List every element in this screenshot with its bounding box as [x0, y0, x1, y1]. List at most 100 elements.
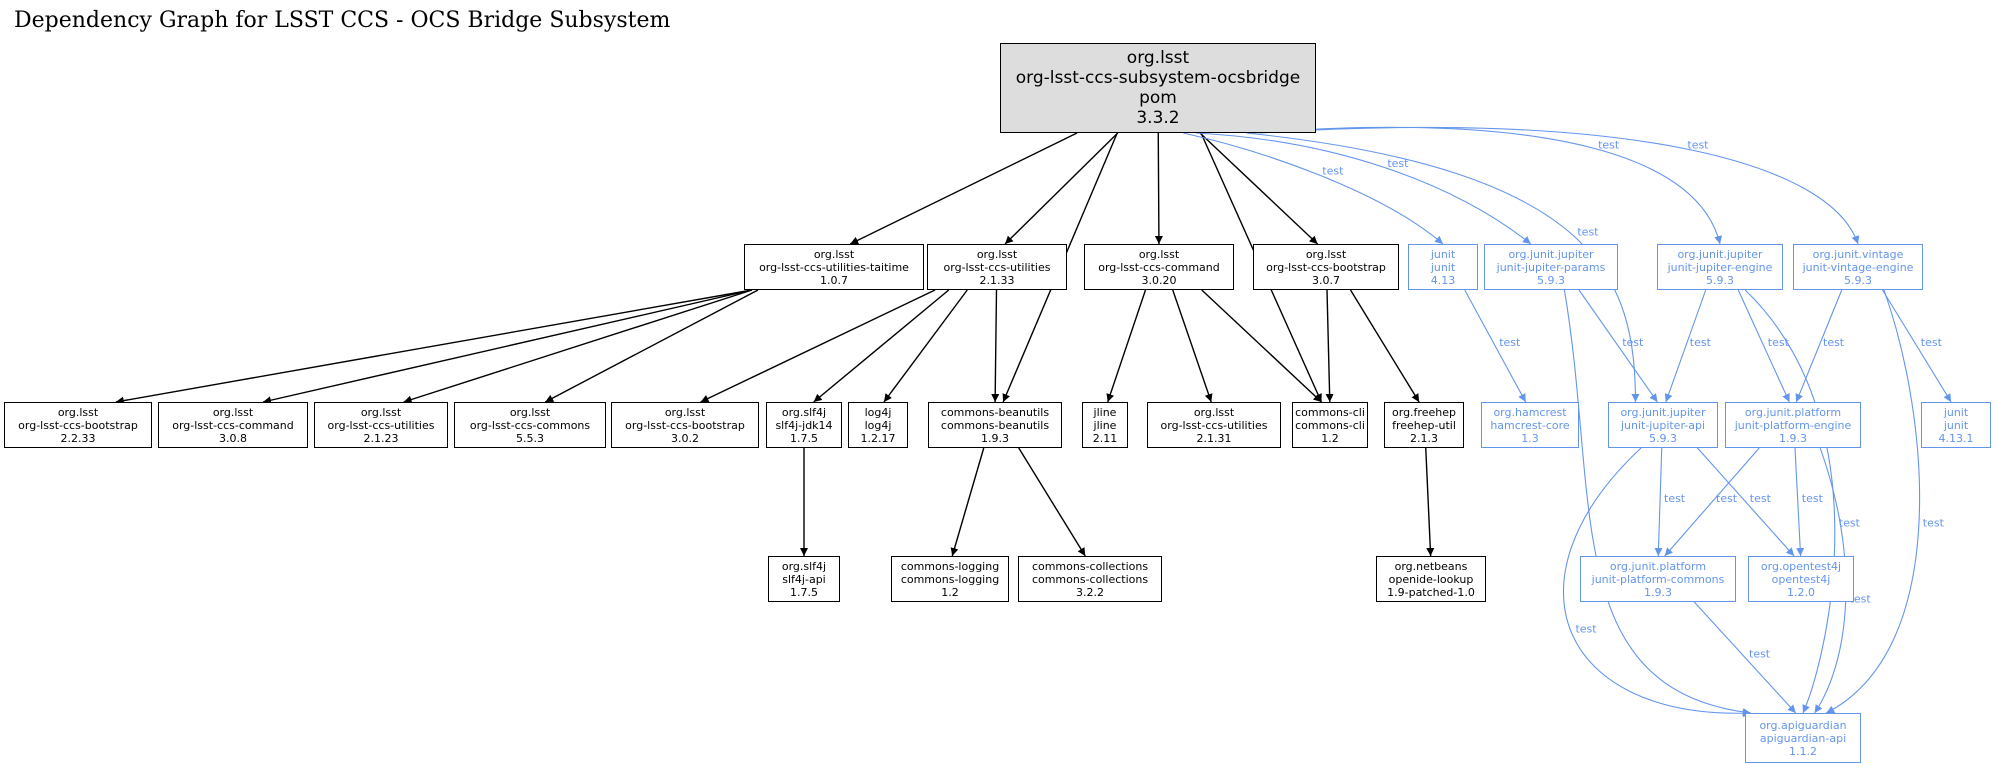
edge-label-test: test — [1690, 336, 1712, 349]
node-line: org.slf4j — [781, 559, 827, 573]
node-line: org.lsst — [57, 405, 99, 419]
node-line: 3.0.2 — [671, 431, 699, 445]
node-line: org-lsst-ccs-command — [172, 418, 294, 432]
edge-label-test: test — [1716, 492, 1738, 505]
edge-pengine-to-pcommons — [1664, 447, 1760, 557]
node-line: commons-cli — [1295, 405, 1365, 419]
node-line: 2.11 — [1092, 431, 1118, 445]
node-line: org.junit.jupiter — [1677, 247, 1763, 261]
node-line: org.junit.vintage — [1812, 247, 1904, 261]
edge-root-to-cmd3020 — [1154, 132, 1163, 245]
node-line: 1.9.3 — [1644, 585, 1672, 599]
node-line: junit-jupiter-params — [1496, 260, 1606, 274]
edge-label-test: test — [1598, 138, 1620, 151]
edge-label-test: test — [1768, 336, 1790, 349]
node-line: commons-collections — [1031, 559, 1149, 573]
node-line: junit-jupiter-engine — [1667, 260, 1773, 274]
node-line: 1.9-patched-1.0 — [1387, 585, 1475, 599]
edge-jengine-to-apiguardian — [1744, 289, 1836, 714]
node-line: org-lsst-ccs-commons — [469, 418, 591, 432]
node-line: org.apiguardian — [1759, 718, 1847, 732]
node-line: org.opentest4j — [1760, 559, 1842, 573]
edge-label-test: test — [1839, 517, 1861, 530]
node-line: freehep-util — [1392, 418, 1456, 432]
edge-jparams-to-japi — [1578, 289, 1658, 403]
node-line: 1.2 — [1321, 431, 1339, 445]
node-line: org.junit.jupiter — [1508, 247, 1594, 261]
node-line: 1.7.5 — [790, 585, 818, 599]
edge-junit413-to-hamcrest — [1464, 289, 1527, 403]
edge-label-test: test — [1923, 517, 1945, 530]
node-line: org.junit.jupiter — [1620, 405, 1706, 419]
edge-label-test: test — [1749, 648, 1771, 661]
node-line: org-lsst-ccs-bootstrap — [625, 418, 745, 432]
edge-root-to-util2133 — [1004, 132, 1119, 245]
edge-pcommons-to-apiguardian — [1693, 601, 1797, 714]
node-line: 1.2.0 — [1787, 585, 1815, 599]
node-line: junit — [1430, 247, 1456, 261]
node-line: junit-vintage-engine — [1802, 260, 1914, 274]
edge-jengine-to-pengine — [1737, 289, 1790, 403]
node-line: org-lsst-ccs-subsystem-ocsbridge — [1015, 68, 1301, 88]
node-line: org-lsst-ccs-bootstrap — [1266, 260, 1386, 274]
edge-label-test: test — [1322, 165, 1344, 178]
node-line: 2.1.33 — [979, 273, 1015, 287]
node-line: 1.2 — [941, 585, 959, 599]
node-line: org-lsst-ccs-utilities — [327, 418, 435, 432]
node-line: org.lsst — [813, 247, 855, 261]
node-line: 3.0.20 — [1141, 273, 1177, 287]
node-line: org-lsst-ccs-command — [1098, 260, 1220, 274]
node-line: org.lsst — [360, 405, 402, 419]
edge-freehep-to-openide — [1425, 447, 1435, 557]
edge-cmd3020-to-cli — [1201, 289, 1322, 403]
node-line: log4j — [864, 405, 892, 419]
node-line: org.lsst — [1126, 48, 1190, 68]
edge-utaitime-to-util2123 — [403, 289, 753, 404]
node-line: junit — [1430, 260, 1456, 274]
node-line: org.lsst — [976, 247, 1018, 261]
edge-label-test: test — [1850, 593, 1872, 606]
node-line: 2.1.23 — [363, 431, 399, 445]
edge-pengine-to-apiguardian — [1814, 447, 1847, 714]
edge-util2133-to-log4j — [883, 289, 968, 403]
edge-boot307-to-cli — [1325, 289, 1334, 403]
node-line: 4.13.1 — [1938, 431, 1974, 445]
node-line: 3.3.2 — [1136, 108, 1180, 128]
node-line: 5.9.3 — [1706, 273, 1734, 287]
edge-japi-to-apiguardian — [1562, 447, 1751, 718]
node-line: org.lsst — [212, 405, 254, 419]
edge-japi-to-pcommons — [1654, 447, 1663, 557]
node-line: org-lsst-ccs-utilities — [1160, 418, 1268, 432]
edge-label-test: test — [1802, 492, 1824, 505]
node-line: junit-platform-engine — [1734, 418, 1852, 432]
node-line: 2.1.3 — [1410, 431, 1438, 445]
edge-vintage-to-pengine — [1795, 289, 1843, 403]
node-line: openide-lookup — [1388, 572, 1474, 586]
node-line: org.junit.platform — [1609, 559, 1707, 573]
edge-jengine-to-japi — [1664, 289, 1707, 403]
node-line: 1.7.5 — [790, 431, 818, 445]
node-line: org.lsst — [509, 405, 551, 419]
node-line: 3.0.7 — [1312, 273, 1340, 287]
edge-beanutils-to-collections — [1018, 447, 1086, 557]
edge-label-test: test — [1499, 336, 1521, 349]
